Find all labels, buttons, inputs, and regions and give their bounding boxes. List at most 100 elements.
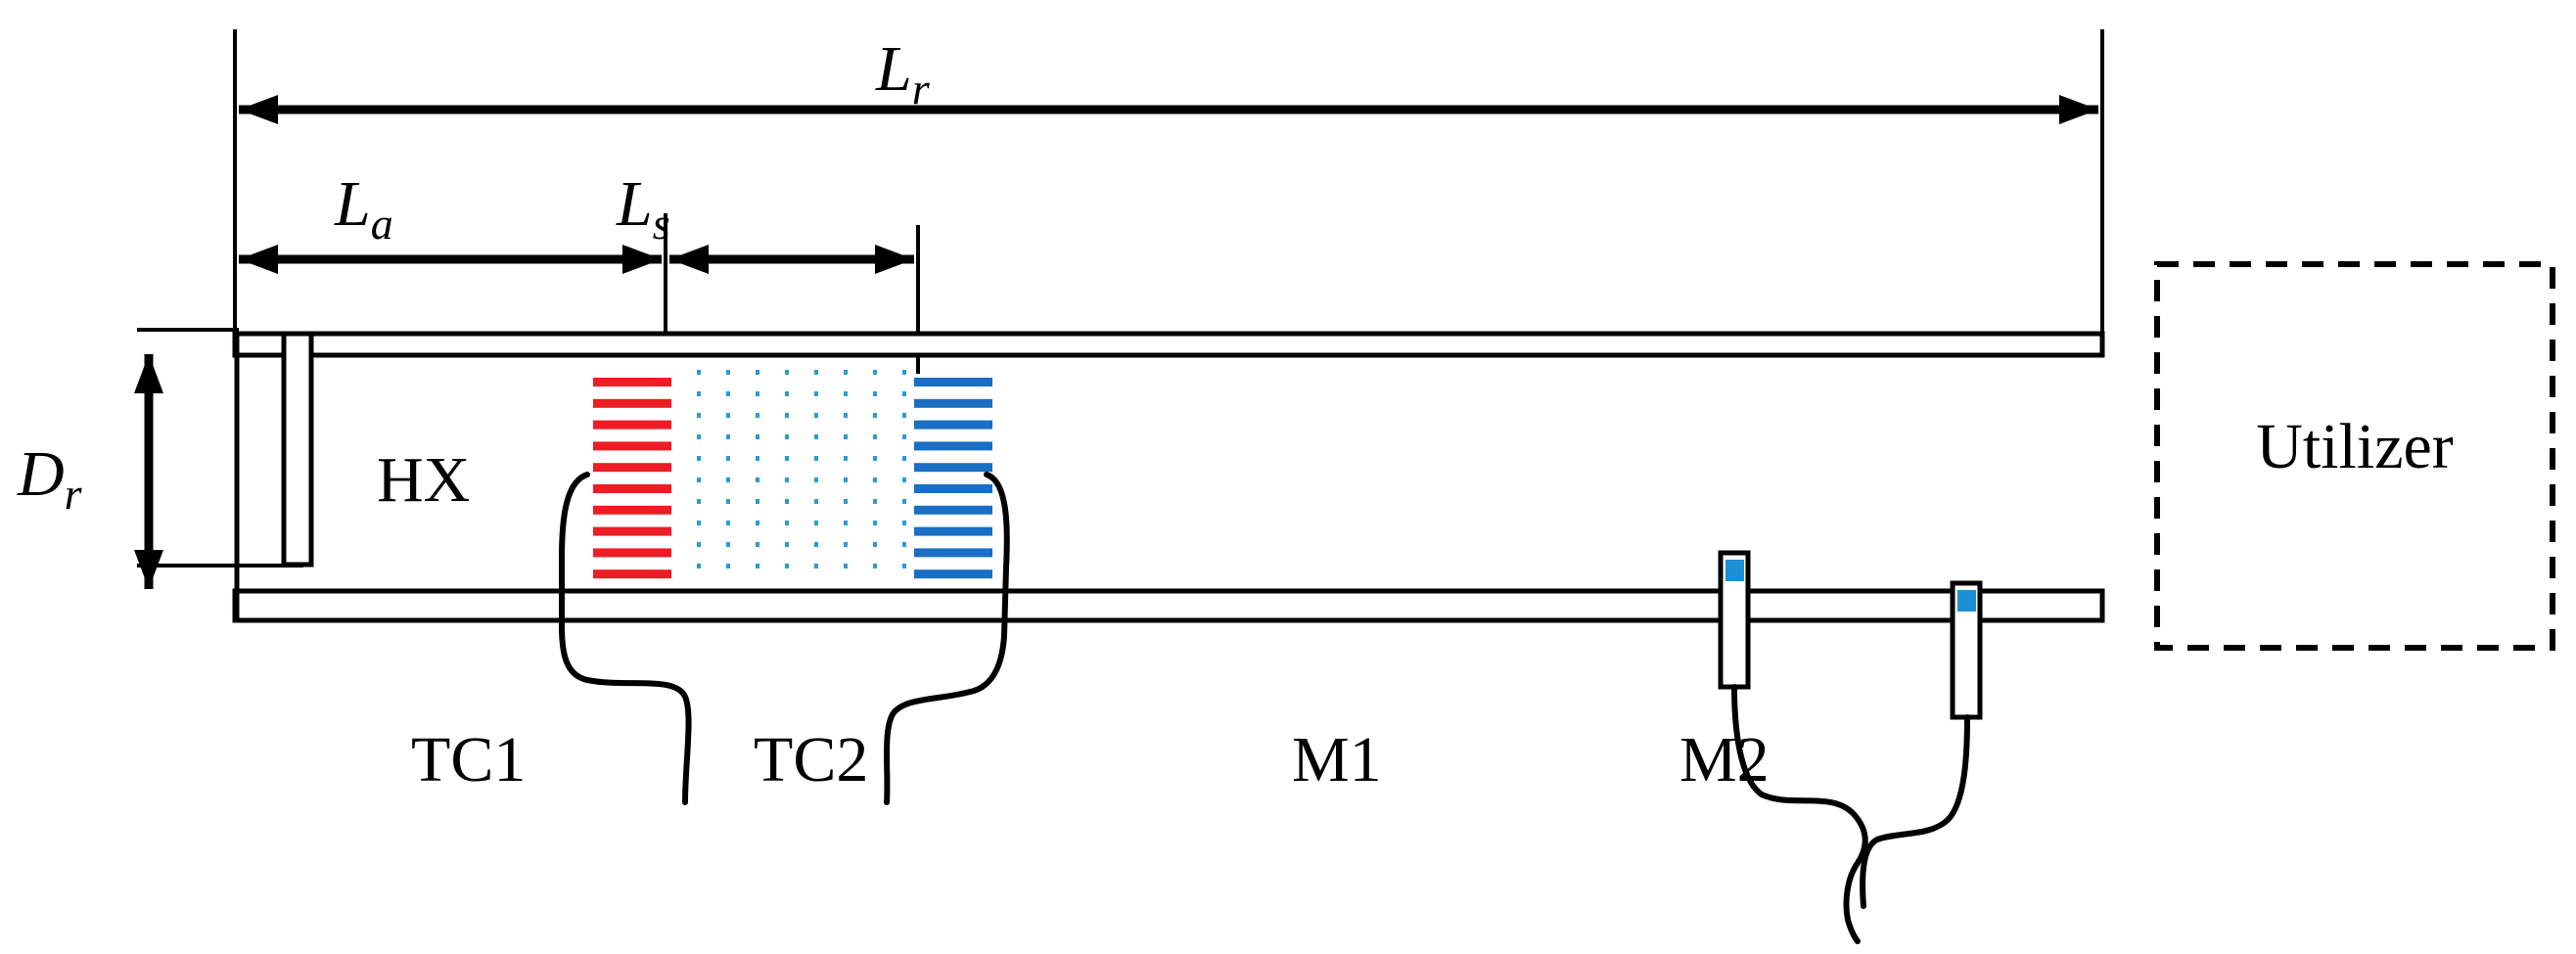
tc2-label: TC2: [754, 724, 868, 795]
stack-pore-dot: [844, 413, 848, 418]
stack-pore-dot: [697, 370, 701, 375]
dimension-La: La: [239, 168, 662, 274]
tube-bottom-wall: [232, 588, 2105, 623]
hot-plate: [593, 548, 671, 558]
stack-pore-dot: [726, 521, 730, 525]
stack-pore-dot: [697, 521, 701, 525]
Lr-label: Lr: [875, 33, 931, 114]
m2-label: M2: [1679, 724, 1770, 795]
utilizer-box: [2154, 261, 2555, 651]
stack-pore-dot: [785, 391, 789, 396]
stack-pore-dot: [756, 434, 759, 439]
stack-pore-dot: [814, 542, 818, 547]
cold-plate: [914, 526, 992, 536]
m1-cable: [1731, 684, 1868, 944]
cold-plate: [914, 463, 992, 473]
stack-pore-dot: [873, 477, 877, 482]
stack-pore-dot: [844, 564, 848, 568]
stack-pore-dot: [814, 413, 818, 418]
cold-side-plates: [914, 378, 992, 579]
stack-pore-dot: [697, 542, 701, 547]
Dr-label: Dr: [17, 438, 83, 519]
dimension-Dr: Dr: [17, 328, 303, 589]
stack-pore-dot: [873, 391, 877, 396]
stack-pore-dot: [785, 434, 789, 439]
m2-cable: [1860, 714, 1970, 909]
stack-pore-dot: [873, 499, 877, 504]
stack-pore-dot: [844, 434, 848, 439]
stack-pore-dot: [756, 542, 759, 547]
stack-pore-dot: [726, 456, 730, 461]
tc1-label: TC1: [411, 724, 526, 795]
stack-pore-dot: [844, 391, 848, 396]
stack-pore-dot: [844, 370, 848, 375]
stack-pore-dot: [756, 564, 759, 568]
thermocouple-wires: [559, 472, 1010, 805]
cold-plate: [914, 441, 992, 451]
stack-pore-dot: [873, 564, 877, 568]
hot-plate: [593, 463, 671, 473]
stack-pore-dot: [697, 564, 701, 568]
resonator-tube: [232, 331, 2105, 623]
stack-pore-dot: [726, 370, 730, 375]
stack-pore-dot: [814, 477, 818, 482]
stack-pore-dot: [902, 542, 906, 547]
stack-pore-dot: [697, 391, 701, 396]
stack-pore-dot: [756, 499, 759, 504]
cold-plate: [914, 420, 992, 430]
stack-pore-dot: [873, 434, 877, 439]
microphone-cables: [1731, 684, 1970, 944]
stack-pore-dot: [726, 413, 730, 418]
hot-side-plates: [593, 378, 671, 579]
stack-pore-dot: [814, 499, 818, 504]
stack-pore-dot: [902, 521, 906, 525]
stack-pore-dot: [697, 434, 701, 439]
stack-pore-dot: [873, 456, 877, 461]
stack-pore-dot: [814, 434, 818, 439]
stack-pore-dot: [902, 370, 906, 375]
tc1-wire: [559, 472, 692, 805]
cold-plate: [914, 505, 992, 515]
stack-pore-dot: [844, 456, 848, 461]
hot-plate: [593, 441, 671, 451]
stack-pore-dot: [785, 477, 789, 482]
cold-plate: [914, 548, 992, 558]
stack-pore-dot: [785, 370, 789, 375]
stack-pore-dot: [726, 542, 730, 547]
stack-pore-dot: [697, 477, 701, 482]
stack-pore-dot: [844, 499, 848, 504]
stack-pore-dot: [814, 564, 818, 568]
stack-pore-dot: [785, 499, 789, 504]
stack-pore-dot: [785, 542, 789, 547]
stack-pore-dot: [902, 499, 906, 504]
stack-pore-dot: [814, 521, 818, 525]
stack-pore-dot: [756, 456, 759, 461]
stack-pore-dot: [785, 564, 789, 568]
stack-pore-dot: [902, 413, 906, 418]
utilizer: Utilizer: [2154, 261, 2555, 651]
stack-pore-dot: [726, 499, 730, 504]
hot-plate: [593, 420, 671, 430]
stack-pore-dot: [873, 542, 877, 547]
hx-label: HX: [377, 444, 470, 516]
dimension-Ls: Ls: [616, 168, 920, 374]
tc2-wire: [884, 472, 1010, 805]
stack-pore-dot: [726, 434, 730, 439]
stack-pore-dot: [902, 391, 906, 396]
stack-pore-dot: [697, 456, 701, 461]
stack-pore-dot: [873, 413, 877, 418]
stack-pore-dot: [844, 477, 848, 482]
stack-pore-dot: [726, 564, 730, 568]
hot-plate: [593, 505, 671, 515]
hot-plate: [593, 526, 671, 536]
m1-label: M1: [1292, 724, 1382, 795]
stack-pore-dot: [902, 456, 906, 461]
utilizer-label: Utilizer: [2256, 411, 2454, 482]
Ls-label: Ls: [616, 168, 670, 249]
stack-pore-dot: [902, 564, 906, 568]
stack-pore-dot: [814, 456, 818, 461]
cold-plate: [914, 569, 992, 579]
stack-pore-dot: [785, 456, 789, 461]
La-label: La: [334, 168, 393, 249]
